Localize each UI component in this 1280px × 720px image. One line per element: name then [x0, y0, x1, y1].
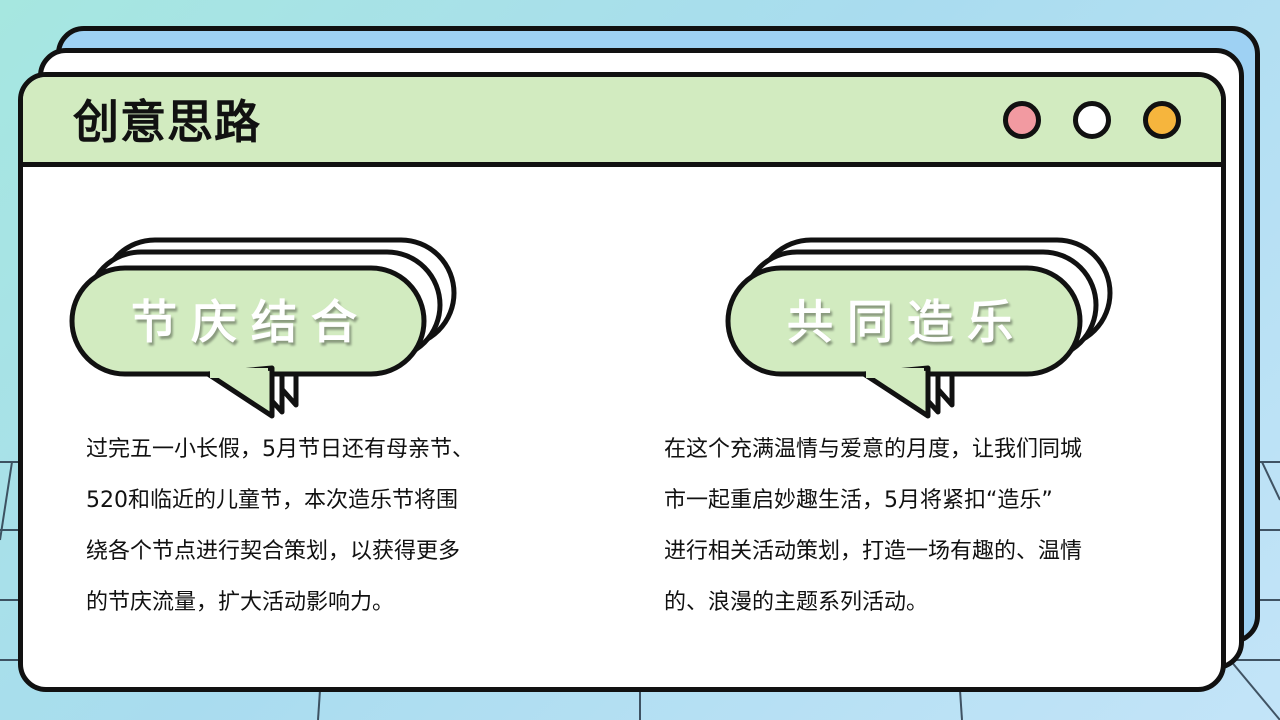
red-dot-icon — [1003, 101, 1041, 139]
paragraph-line: 市一起重启妙趣生活，5月将紧扣“造乐” — [664, 488, 1053, 513]
paragraph-line: 进行相关活动策划，打造一场有趣的、温情 — [664, 539, 1083, 564]
main-window: 创意思路 — [18, 72, 1226, 692]
yellow-dot-icon — [1143, 101, 1181, 139]
paragraph-line: 过完五一小长假，5月节日还有母亲节、 — [86, 437, 474, 462]
window-title: 创意思路 — [73, 95, 261, 149]
paragraph-line: 520和临近的儿童节，本次造乐节将围 — [86, 488, 458, 513]
white-dot-icon — [1073, 101, 1111, 139]
bubble-label-left: 节庆结合 — [131, 295, 371, 349]
paragraph-line: 绕各个节点进行契合策划，以获得更多 — [86, 539, 461, 564]
window-titlebar: 创意思路 — [23, 77, 1221, 167]
bubble-label-right: 共同造乐 — [787, 295, 1027, 349]
paragraph-line: 在这个充满温情与爱意的月度，让我们同城 — [664, 437, 1083, 462]
paragraph-left: 过完五一小长假，5月节日还有母亲节、 520和临近的儿童节，本次造乐节将围 绕各… — [86, 424, 474, 628]
paragraph-right: 在这个充满温情与爱意的月度，让我们同城 市一起重启妙趣生活，5月将紧扣“造乐” … — [664, 424, 1082, 628]
speech-bubble-left — [69, 237, 457, 419]
paragraph-line: 的节庆流量，扩大活动影响力。 — [86, 590, 395, 615]
paragraph-line: 的、浪漫的主题系列活动。 — [664, 590, 929, 615]
speech-bubble-right — [725, 237, 1113, 419]
